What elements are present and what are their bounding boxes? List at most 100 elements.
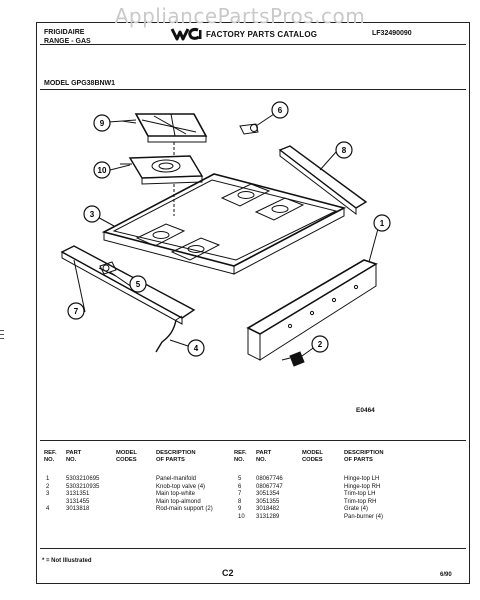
svg-text:8: 8 <box>342 146 347 155</box>
watermark: AppliancePartsPros.com <box>114 4 366 28</box>
part-number-cell: 3131351 <box>66 491 90 497</box>
brand-line-2: RANGE - GAS <box>44 38 91 45</box>
ref-cell: 7 <box>238 491 242 497</box>
not-illustrated-note: * = Not Illustrated <box>42 558 92 564</box>
description-cell: Knob-top valve (4) <box>156 483 206 490</box>
ref-cell: 5 <box>238 476 242 482</box>
burner-pan-part <box>128 155 204 185</box>
brand-block: FRIGIDAIRE RANGE - GAS <box>44 28 91 46</box>
description-cell: Hinge-top LH <box>344 476 380 482</box>
callout-3: 3 <box>83 205 101 223</box>
footer-rule <box>40 548 466 549</box>
ref-cell: 4 <box>46 506 50 512</box>
description-cell: Trim-top RH <box>344 498 377 505</box>
callout-2: 2 <box>311 335 329 353</box>
wci-logo-icon <box>170 28 202 41</box>
callout-9: 9 <box>93 114 111 132</box>
table-row: 10 3131289 Pan-burner (4) <box>234 514 464 522</box>
callout-10: 10 <box>93 161 111 179</box>
catalog-title: FACTORY PARTS CATALOG <box>206 29 318 39</box>
part-number-cell: 3131289 <box>256 513 280 520</box>
trim-right-part <box>278 145 368 216</box>
svg-text:6: 6 <box>278 106 283 115</box>
table-top-rule <box>40 440 466 441</box>
callout-6: 6 <box>271 101 289 119</box>
svg-text:9: 9 <box>100 119 105 128</box>
brand-line-1: FRIGIDAIRE <box>44 29 85 36</box>
edge-marks <box>0 330 6 342</box>
ref-cell: 9 <box>238 506 242 512</box>
part-number-cell: 3013818 <box>66 506 90 512</box>
main-top-part <box>101 173 347 275</box>
svg-text:4: 4 <box>194 344 199 353</box>
model-rule <box>40 89 466 90</box>
header-ref-no: REF.NO. <box>44 450 57 463</box>
support-rod-part <box>155 315 183 353</box>
callout-5: 5 <box>129 275 147 293</box>
table-row: 8 3051355 Trim-top RH <box>234 499 464 507</box>
description-cell: Rod-main support (2) <box>156 506 213 512</box>
svg-text:5: 5 <box>136 280 141 289</box>
ref-cell: 3 <box>46 491 50 497</box>
part-number-cell: 08067746 <box>256 476 283 482</box>
header-rule <box>40 44 466 45</box>
description-cell: Trim-top LH <box>344 491 376 497</box>
part-number-cell: 3131455 <box>66 498 90 505</box>
callout-8: 8 <box>335 141 353 159</box>
svg-text:10: 10 <box>98 166 107 175</box>
revision-date: 6/90 <box>440 572 452 578</box>
table-row: 3 3131351 Main top-white <box>44 491 244 499</box>
svg-text:1: 1 <box>380 219 385 228</box>
svg-text:7: 7 <box>74 307 79 316</box>
description-cell: Pan-burner (4) <box>344 513 384 520</box>
table-row: 3131455 Main top-almond <box>44 499 244 507</box>
left-rows: 1 5303210695 Panel-manifold 2 5303210935 Knob… <box>44 476 244 514</box>
ref-cell: 2 <box>46 483 50 490</box>
table-row: 2 5303210935 Knob-top valve (4) <box>44 484 244 492</box>
hinge-right-part <box>239 123 259 135</box>
part-number-cell: 3051354 <box>256 491 280 497</box>
callout-7: 7 <box>67 302 85 320</box>
description-cell: Main top-white <box>156 491 196 497</box>
table-row: 4 3013818 Rod-main support (2) <box>44 506 244 514</box>
part-number-cell: 08067747 <box>256 483 283 490</box>
ref-cell: 10 <box>238 513 245 520</box>
description-cell: Panel-manifold <box>156 476 197 482</box>
exploded-parts-diagram: 9 10 3 7 5 4 6 8 1 2 <box>60 101 391 367</box>
header-ref-no-right: REF.NO. <box>234 450 247 463</box>
hinge-left-part <box>99 261 117 275</box>
callout-1: 1 <box>373 214 391 232</box>
callout-4: 4 <box>187 339 205 357</box>
diagram-code: E0464 <box>356 407 375 414</box>
svg-text:3: 3 <box>90 210 95 219</box>
ref-cell: 8 <box>238 498 242 505</box>
model-label: MODEL GPG38BNW1 <box>44 80 116 87</box>
part-number-cell: 5303210695 <box>66 476 100 482</box>
part-number-cell: 5303210935 <box>66 483 100 490</box>
page-frame <box>36 22 470 584</box>
part-number-cell: 3051355 <box>256 498 280 505</box>
manifold-panel-part <box>246 259 378 361</box>
table-row: 5 08067746 Hinge-top LH <box>234 476 464 484</box>
catalog-number: LF32490090 <box>372 30 412 37</box>
ref-cell: 6 <box>238 483 242 490</box>
table-row: 9 3018482 Grate (4) <box>234 506 464 514</box>
grate-part <box>134 113 208 143</box>
part-number-cell: 3018482 <box>256 506 280 512</box>
table-row: 1 5303210695 Panel-manifold <box>44 476 244 484</box>
ref-cell: 1 <box>46 476 50 482</box>
description-cell: Grate (4) <box>344 506 369 512</box>
catalog-header: FACTORY PARTS CATALOG <box>170 26 317 42</box>
description-cell: Main top-almond <box>156 498 201 505</box>
svg-text:2: 2 <box>318 340 323 349</box>
knob-part <box>281 351 305 367</box>
page-number: C2 <box>222 568 234 578</box>
